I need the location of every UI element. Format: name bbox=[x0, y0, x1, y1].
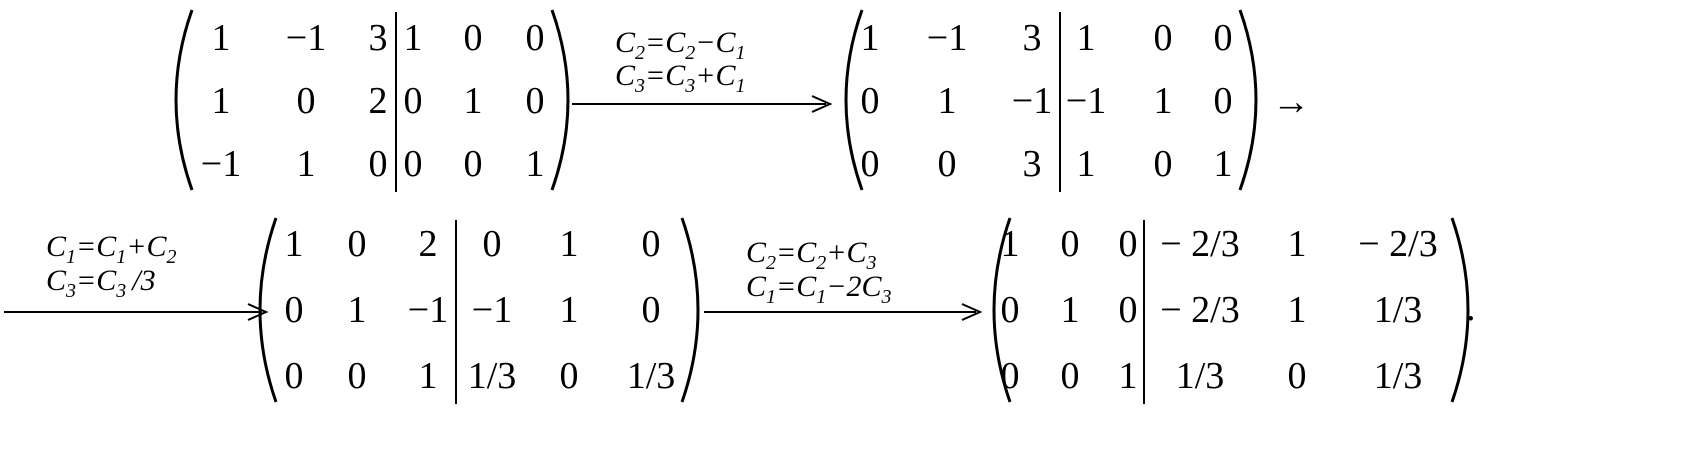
cell: 0 bbox=[526, 80, 545, 122]
cell: 0 bbox=[404, 80, 423, 122]
operation-line: C2=C2+C3 bbox=[746, 236, 877, 274]
cell: 3 bbox=[1023, 143, 1042, 185]
cell: − 2/3 bbox=[1160, 289, 1240, 331]
cell: 0 bbox=[369, 143, 388, 185]
arrow-icon bbox=[704, 303, 983, 321]
cell: 1 bbox=[1077, 17, 1096, 59]
cell: 2 bbox=[369, 80, 388, 122]
cell: −1 bbox=[201, 143, 241, 185]
cell: 0 bbox=[1119, 223, 1138, 265]
cell: 1 bbox=[212, 17, 231, 59]
cell: 1 bbox=[861, 17, 880, 59]
cell: 0 bbox=[1154, 17, 1173, 59]
left-paren bbox=[992, 217, 1012, 403]
cell: 0 bbox=[464, 17, 483, 59]
cell: 1 bbox=[297, 143, 316, 185]
matrix-3: 1 0 2 0 1 0 0 1 −1 −1 1 0 0 0 1 1/3 0 1/… bbox=[258, 217, 700, 404]
cell: 0 bbox=[1214, 80, 1233, 122]
row-operation-2: C1=C1+C2 C3=C3/3 bbox=[4, 230, 269, 321]
cell: 0 bbox=[1119, 289, 1138, 331]
arrow-icon bbox=[572, 95, 833, 113]
cell: 1 bbox=[938, 80, 957, 122]
cell: −1 bbox=[286, 17, 326, 59]
matrix-4: 1 0 0 − 2/3 1 − 2/3 0 1 0 − 2/3 1 1/3 0 … bbox=[992, 217, 1470, 404]
cell: 0 bbox=[861, 80, 880, 122]
cell: 1 bbox=[560, 289, 579, 331]
cell: 3 bbox=[1023, 17, 1042, 59]
cell: 0 bbox=[1001, 355, 1020, 397]
cell: 0 bbox=[1154, 143, 1173, 185]
cell: 1 bbox=[1001, 223, 1020, 265]
cell: 0 bbox=[938, 143, 957, 185]
cell: −1 bbox=[927, 17, 967, 59]
cell: 1 bbox=[464, 80, 483, 122]
cell: 0 bbox=[285, 355, 304, 397]
cell: 0 bbox=[1214, 17, 1233, 59]
right-paren bbox=[1238, 9, 1258, 191]
continuation-arrow: → bbox=[1272, 81, 1310, 123]
cell: 0 bbox=[1061, 223, 1080, 265]
right-paren bbox=[1450, 217, 1470, 403]
cell: 1 bbox=[1077, 143, 1096, 185]
cell: 1 bbox=[212, 80, 231, 122]
cell: 0 bbox=[642, 223, 661, 265]
left-paren bbox=[174, 9, 194, 191]
cell: 1 bbox=[285, 223, 304, 265]
cell: 0 bbox=[642, 289, 661, 331]
cell: 0 bbox=[483, 223, 502, 265]
cell: 1 bbox=[560, 223, 579, 265]
cell: 1 bbox=[1214, 143, 1233, 185]
left-paren bbox=[258, 217, 278, 403]
cell: 1/3 bbox=[1374, 355, 1423, 397]
cell: 0 bbox=[348, 223, 367, 265]
right-paren bbox=[550, 9, 570, 191]
cell: −1 bbox=[1012, 80, 1052, 122]
final-period: . bbox=[1466, 287, 1476, 329]
row-operation-3: C2=C2+C3 C1=C1−2C3 bbox=[704, 236, 983, 321]
cell: 0 bbox=[348, 355, 367, 397]
matrix-2: 1 −1 3 1 0 0 0 1 −1 −1 1 0 0 0 3 1 0 1 bbox=[844, 9, 1258, 192]
cell: 1/3 bbox=[468, 355, 517, 397]
cell: 1 bbox=[348, 289, 367, 331]
operation-line: C2=C2−C1 bbox=[615, 26, 746, 64]
cell: − 2/3 bbox=[1358, 223, 1438, 265]
cell: 1 bbox=[1061, 289, 1080, 331]
cell: 1 bbox=[404, 17, 423, 59]
cell: 1 bbox=[1288, 223, 1307, 265]
operation-line: C3=C3/3 bbox=[46, 264, 156, 302]
left-paren bbox=[844, 9, 864, 191]
cell: −1 bbox=[408, 289, 448, 331]
cell: 1 bbox=[1154, 80, 1173, 122]
cell: 0 bbox=[464, 143, 483, 185]
cell: 3 bbox=[369, 17, 388, 59]
cell: 0 bbox=[297, 80, 316, 122]
cell: 0 bbox=[285, 289, 304, 331]
cell: 0 bbox=[861, 143, 880, 185]
cell: −1 bbox=[472, 289, 512, 331]
cell: 0 bbox=[1288, 355, 1307, 397]
cell: 0 bbox=[1001, 289, 1020, 331]
right-paren bbox=[680, 217, 700, 403]
cell: − 2/3 bbox=[1160, 223, 1240, 265]
cell: 1 bbox=[526, 143, 545, 185]
row-operation-1: C2=C2−C1 C3=C3+C1 bbox=[572, 26, 833, 113]
cell: 1/3 bbox=[627, 355, 676, 397]
cell: 2 bbox=[419, 223, 438, 265]
cell: 1 bbox=[419, 355, 438, 397]
cell: 1 bbox=[1119, 355, 1138, 397]
operation-line: C1=C1−2C3 bbox=[746, 270, 892, 308]
cell: 0 bbox=[1061, 355, 1080, 397]
operation-line: C3=C3+C1 bbox=[615, 59, 746, 97]
arrow-icon bbox=[4, 303, 269, 321]
cell: 0 bbox=[526, 17, 545, 59]
cell: 1 bbox=[1288, 289, 1307, 331]
cell: 0 bbox=[404, 143, 423, 185]
cell: 0 bbox=[560, 355, 579, 397]
cell: 1/3 bbox=[1374, 289, 1423, 331]
cell: −1 bbox=[1066, 80, 1106, 122]
operation-line: C1=C1+C2 bbox=[46, 230, 177, 268]
cell: 1/3 bbox=[1176, 355, 1225, 397]
matrix-1: 1 −1 3 1 0 0 1 0 2 0 1 0 −1 1 0 0 0 1 bbox=[174, 9, 570, 192]
